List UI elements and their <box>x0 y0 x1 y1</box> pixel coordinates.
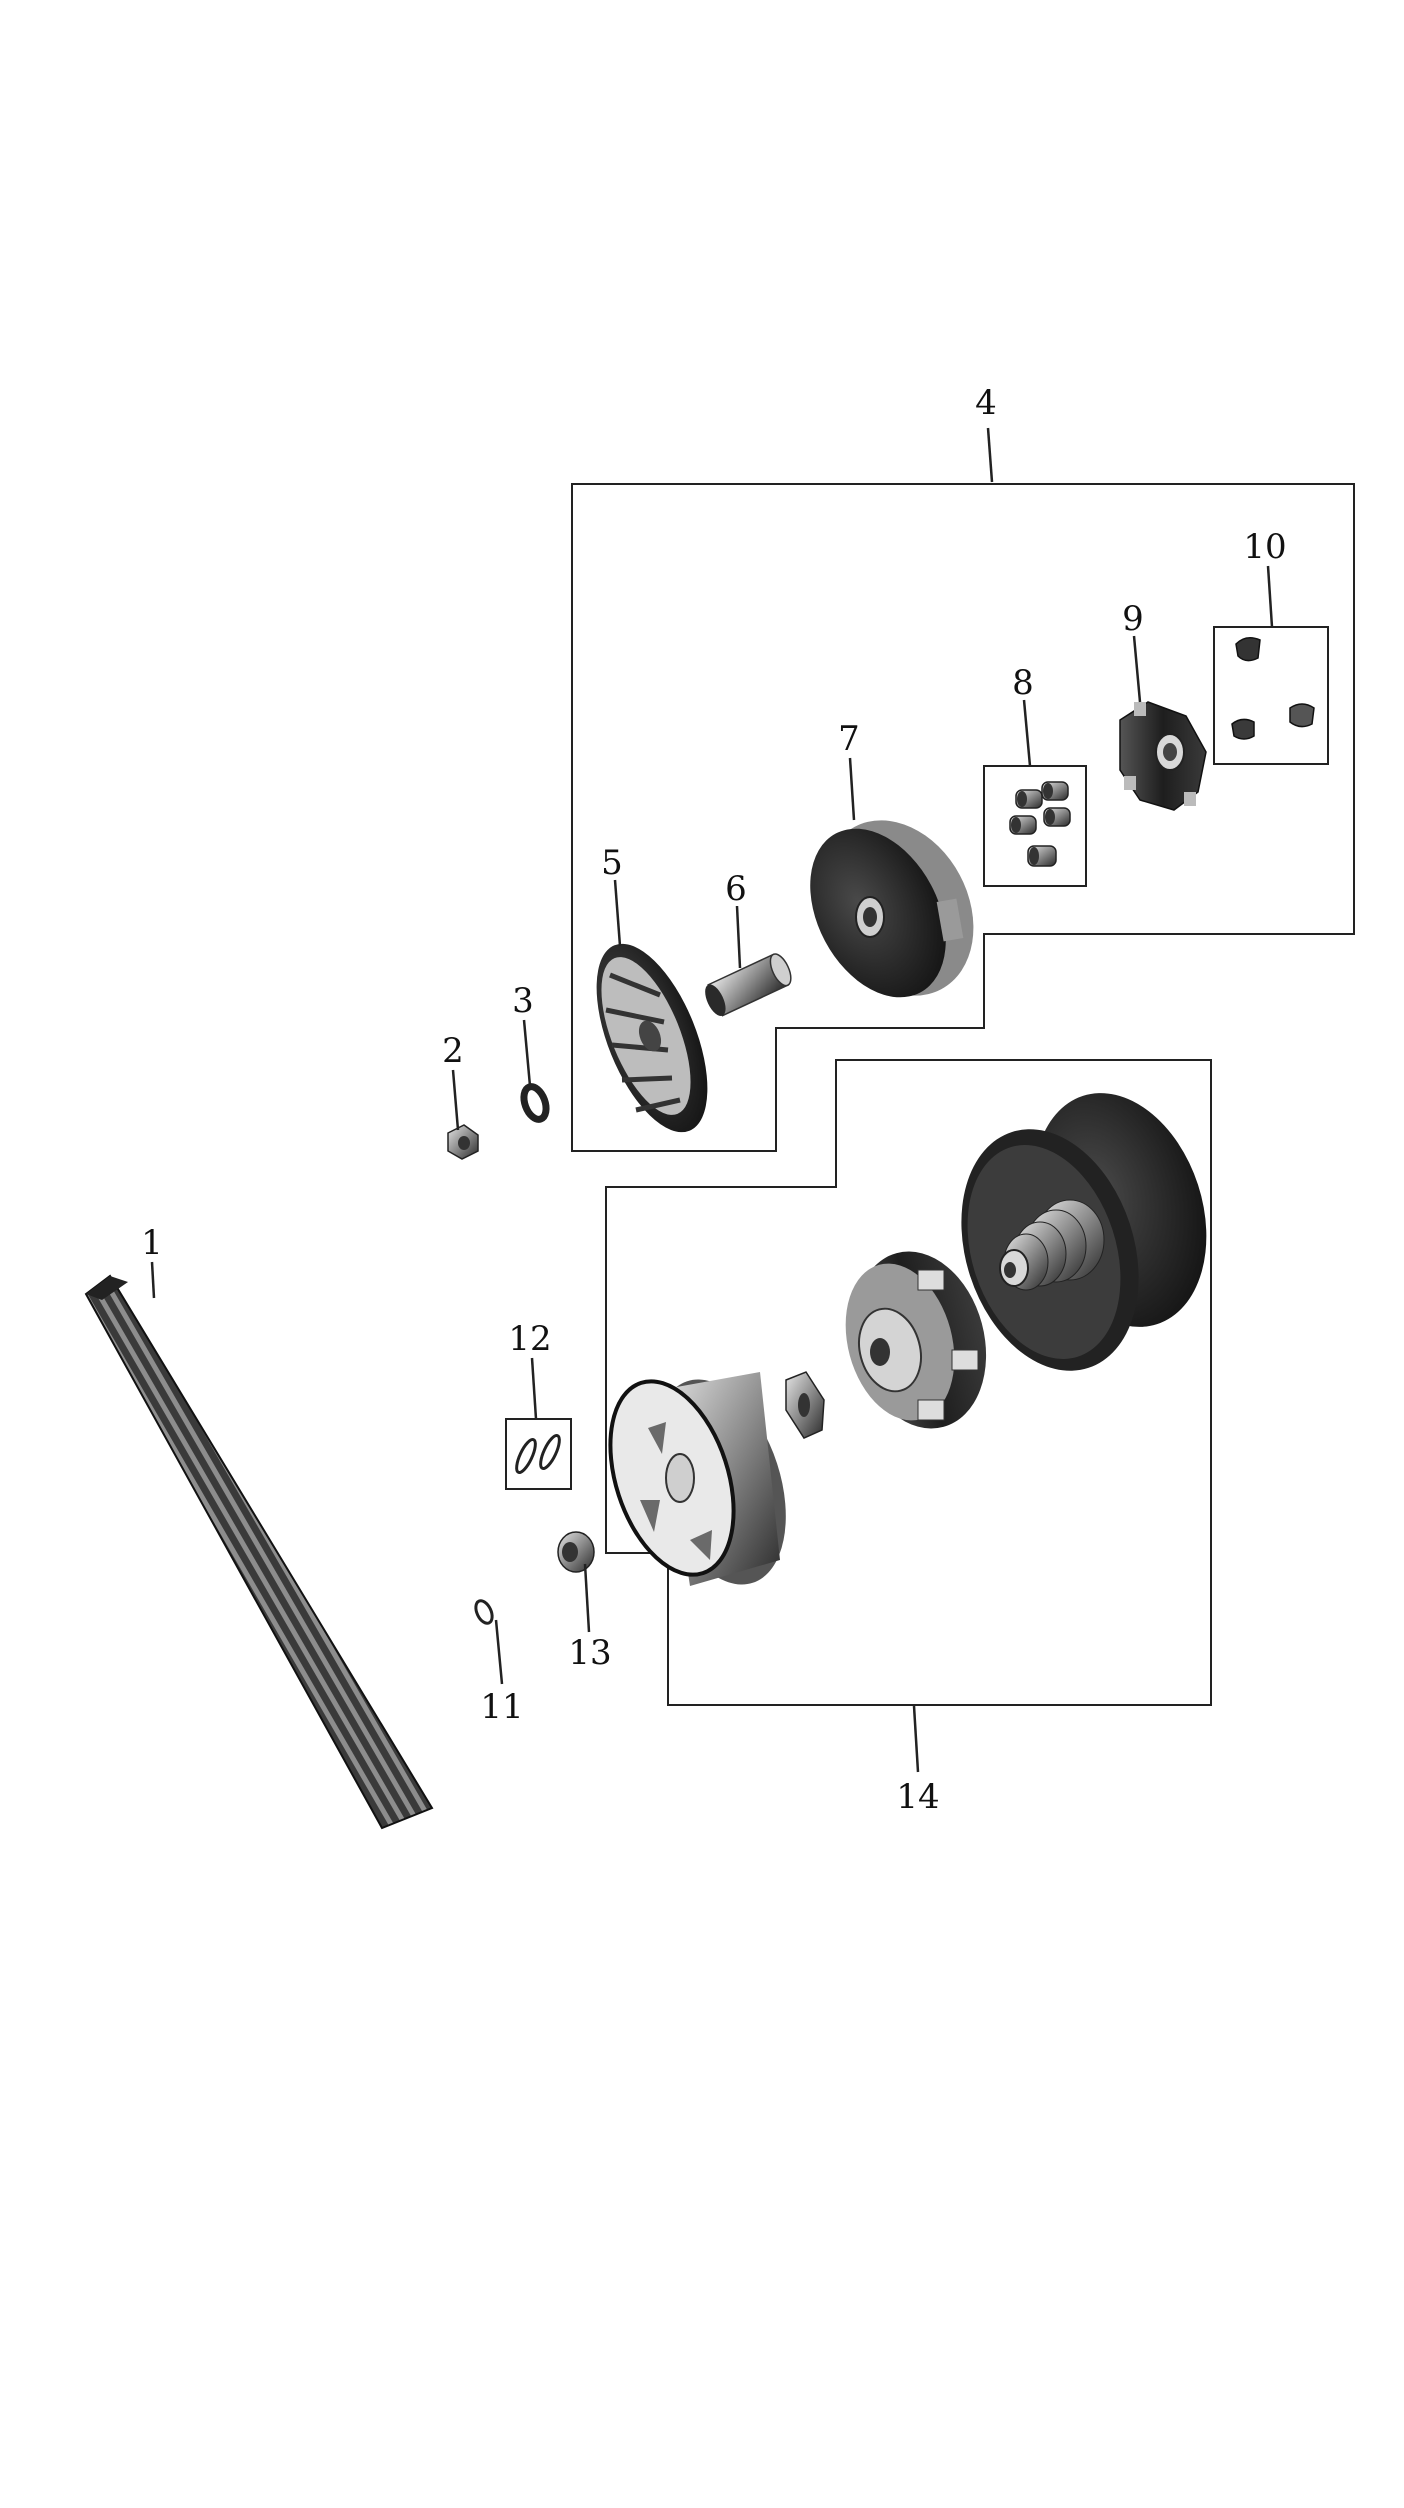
sleeve-part <box>705 953 792 1017</box>
weight-rollers-part <box>1009 781 1071 867</box>
o-rings-part <box>515 1433 561 1475</box>
callout-8: 8 <box>1012 663 1034 703</box>
nut-part <box>447 1124 479 1160</box>
callout-labels: 1 2 3 4 5 6 7 8 9 10 11 12 13 14 <box>141 383 1286 1817</box>
clutch-shoe-assembly-part <box>845 1251 987 1429</box>
callout-2: 2 <box>442 1031 464 1071</box>
callout-10: 10 <box>1243 527 1286 567</box>
box-10 <box>1213 626 1329 765</box>
assembly-frame-4 <box>571 483 1355 1152</box>
callout-12: 12 <box>508 1319 551 1359</box>
clutch-nut-part <box>785 1371 825 1439</box>
callout-9: 9 <box>1122 599 1144 639</box>
washer-part <box>520 1083 550 1123</box>
fan-plate-part <box>596 943 708 1133</box>
callout-3: 3 <box>512 981 534 1021</box>
drive-belt-part <box>84 1274 434 1830</box>
callout-1: 1 <box>141 1223 163 1263</box>
callout-4: 4 <box>975 383 997 423</box>
box-12 <box>505 1418 572 1490</box>
callout-6: 6 <box>725 869 747 909</box>
callout-14: 14 <box>896 1777 939 1817</box>
clutch-bell-part <box>608 1372 786 1586</box>
small-ring-part <box>474 1599 494 1625</box>
callout-13: 13 <box>568 1633 611 1673</box>
sliders-part <box>1231 637 1315 740</box>
callout-11: 11 <box>480 1687 523 1727</box>
callout-5: 5 <box>601 843 623 883</box>
ramp-plate-part <box>1119 701 1207 811</box>
leader-lines <box>150 427 1274 1773</box>
callout-7: 7 <box>838 719 860 759</box>
collar-part <box>557 1531 595 1573</box>
movable-drive-face-part <box>810 820 974 998</box>
box-8 <box>983 765 1087 887</box>
driven-pulley-part <box>961 1093 1207 1371</box>
assembly-frame-14 <box>605 1059 1212 1706</box>
